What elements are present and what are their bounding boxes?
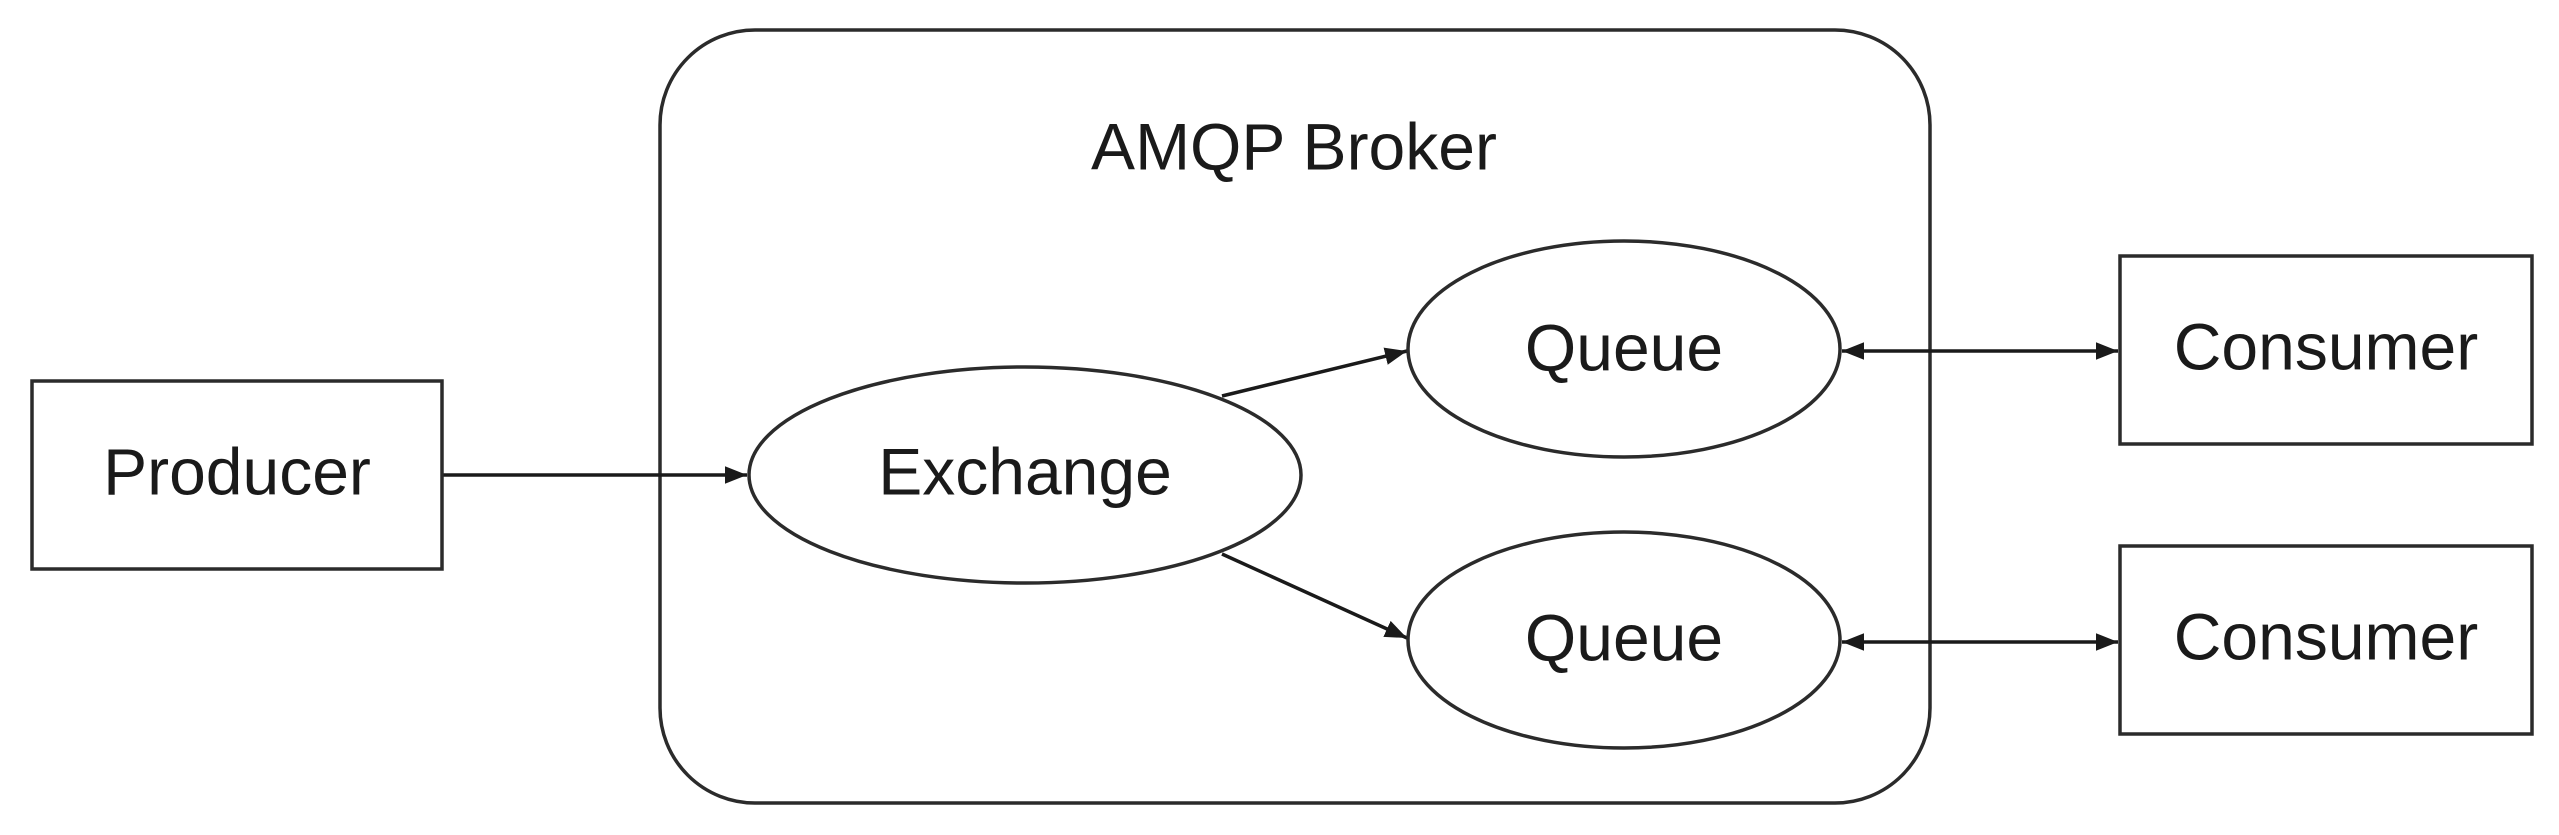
queue-node-2: Queue xyxy=(1406,530,1842,750)
queue-label-1: Queue xyxy=(1525,310,1723,384)
queue-ellipse-2 xyxy=(1406,530,1842,750)
consumer-label-1: Consumer xyxy=(2174,309,2478,383)
producer-box xyxy=(30,379,444,571)
producer-label: Producer xyxy=(103,434,371,508)
queue-node-1: Queue xyxy=(1406,239,1842,459)
queue-ellipse-1 xyxy=(1406,239,1842,459)
edge-exchange-queue-2 xyxy=(1221,552,1408,640)
edge-exchange-queue-1 xyxy=(1221,347,1408,398)
consumer-label-2: Consumer xyxy=(2174,599,2478,673)
exchange-ellipse xyxy=(747,365,1303,585)
broker-label: AMQP Broker xyxy=(1091,109,1497,183)
edges xyxy=(443,342,2118,651)
exchange-node: Exchange xyxy=(747,365,1303,585)
consumer-node-2: Consumer xyxy=(2118,544,2534,736)
producer-node: Producer xyxy=(30,379,444,571)
consumer-box-2 xyxy=(2118,544,2534,736)
queue-label-2: Queue xyxy=(1525,600,1723,674)
exchange-label: Exchange xyxy=(878,434,1172,508)
consumer-node-1: Consumer xyxy=(2118,254,2534,446)
consumer-box-1 xyxy=(2118,254,2534,446)
